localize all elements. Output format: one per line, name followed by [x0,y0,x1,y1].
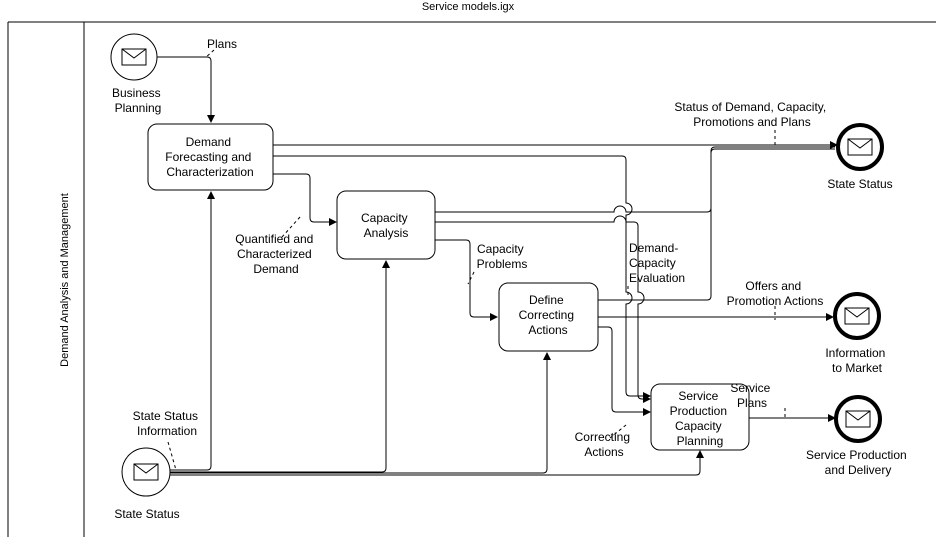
flow-label-service-plans: Service Plans [730,381,773,410]
task-service-production-planning[interactable]: Service Production Capacity Planning [650,383,750,451]
flow-define-to-service [598,326,651,416]
sequence-flows [157,56,838,476]
task-define-correcting-actions[interactable]: Define Correcting Actions [498,282,599,352]
event-label-state-status-end: State Status [827,177,892,191]
flow-status-to-define [170,352,551,474]
task-label-service-production-planning: Service Production Capacity Planning [670,389,731,448]
flow-capacity-to-status [435,146,835,213]
envelope-icon [847,138,873,156]
start-event-business-planning: Business Planning [110,33,164,115]
lane-label: Demand Analysis and Management [59,193,71,367]
task-label-define-correcting-actions: Define Correcting Actions [519,293,578,337]
task-demand-forecasting[interactable]: Demand Forecasting and Characterization [147,123,274,191]
task-label-demand-forecasting: Demand Forecasting and Characterization [165,135,254,179]
flow-label-plans: Plans [207,37,237,51]
task-capacity-analysis[interactable]: Capacity Analysis [336,190,436,260]
flow-capacity-to-service [435,215,651,403]
flow-label-state-status-information: State Status Information [133,409,202,438]
flow-label-demand-capacity-evaluation: Demand- Capacity Evaluation [629,241,685,285]
end-event-state-status: State Status [827,123,893,191]
flow-label-offers-promotion: Offers and Promotion Actions [727,279,824,308]
flow-demand-to-capacity [273,173,337,226]
label-leaders [167,49,786,471]
flow-status-to-demand [170,191,215,471]
flow-label-quantified-demand: Quantified and Characterized Demand [235,232,316,276]
envelope-icon [133,463,159,481]
flow-label-capacity-problems: Capacity Problems [477,242,528,271]
end-event-service-production-delivery: Service Production and Delivery [806,395,910,477]
flow-status-to-capacity [170,260,390,473]
flow-define-to-status [598,148,835,301]
flow-label-status-of-demand: Status of Demand, Capacity, Promotions a… [674,100,829,129]
start-event-state-status: State Status [114,447,180,521]
flow-plans [157,56,215,123]
envelope-icon [844,307,870,325]
flow-demand-to-service [273,155,651,400]
event-label-service-production-delivery: Service Production and Delivery [806,448,910,477]
event-label-business-planning: Business Planning [112,86,164,115]
flow-label-correcting-actions: Correcting Actions [575,430,634,459]
flow-capacity-to-define [435,239,498,321]
task-label-capacity-analysis: Capacity Analysis [361,211,411,240]
envelope-icon [845,410,871,428]
envelope-icon [121,48,147,66]
event-label-information-to-market: Information to Market [825,346,888,375]
end-event-information-to-market: Information to Market [825,292,888,375]
event-label-state-status-start: State Status [114,507,179,521]
diagram-title: Service models.igx [421,1,515,13]
flow-status-to-service [170,450,704,476]
